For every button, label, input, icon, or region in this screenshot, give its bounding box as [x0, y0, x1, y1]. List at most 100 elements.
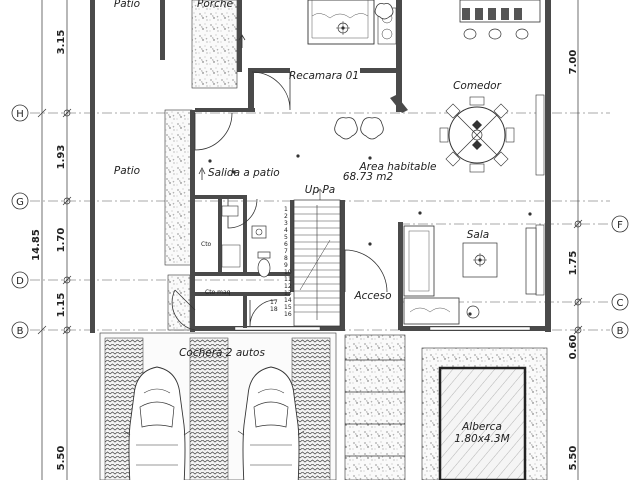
plant-icon [360, 117, 384, 140]
exterior-labels: Patio Porche Patio [114, 0, 246, 177]
axis-bubble-c: C [611, 293, 629, 311]
arrow-up-icon [198, 167, 206, 180]
plant-icon [334, 117, 358, 140]
wall-recamara-south-a [248, 68, 290, 73]
target-symbol-icon [473, 253, 487, 267]
door-patio [194, 112, 233, 151]
window-south-east [429, 326, 531, 331]
door-acceso [344, 249, 388, 293]
wall-recamara-west [237, 0, 242, 72]
wall-cto-maq-east [243, 292, 247, 328]
door-service [171, 289, 196, 331]
wall-recamara-east [396, 0, 402, 112]
plant-icon [374, 3, 394, 20]
area-value-label: 68.73 m2 [343, 171, 394, 183]
garage: Cochera 2 autos [99, 332, 337, 480]
axis-bubbles-right: F C B [611, 215, 629, 339]
room-label-sala: Sala [467, 229, 489, 241]
wall-recamara-sw [248, 72, 254, 110]
stair-step-number: 4 [284, 227, 288, 234]
stair-label-up: Up Pa [305, 184, 335, 196]
wall-recamara-south-b [360, 68, 400, 73]
planter-left [164, 109, 193, 266]
stair-step-number: 7 [284, 248, 288, 255]
axis-label-d: D [16, 276, 24, 287]
recamara-furniture: Recamara 01 [289, 0, 397, 82]
wall-patio-top [160, 0, 165, 60]
entry-path [344, 334, 406, 480]
room-label-recamara: Recamara 01 [289, 70, 359, 82]
window-comedor [535, 94, 545, 176]
stair-step-number: 11 [284, 276, 292, 283]
porch-floor [191, 0, 238, 89]
car-icon [237, 366, 305, 480]
room-label-cto: Cto [201, 241, 212, 248]
pool-dimension-label: 1.80x4.3M [454, 433, 509, 445]
plants [334, 3, 394, 140]
stair-step-numbers: 1 2 3 4 5 6 7 8 9 10 11 12 13 14 15 16 1… [270, 206, 292, 318]
axis-bubble-f: F [611, 215, 629, 233]
wall-north-band [195, 108, 255, 112]
dim-right-0: 7.00 [568, 50, 579, 75]
stair-step-number: 17 [270, 299, 278, 306]
interior-labels: Salida a patio Area habitable 68.73 m2 U… [198, 161, 437, 302]
sofa-icon [403, 297, 460, 325]
walls [90, 0, 551, 333]
pool-basin [438, 366, 527, 480]
room-label-porche: Porche [197, 0, 233, 10]
stair-step-number: 15 [284, 304, 292, 311]
wall-house-west [190, 110, 195, 332]
axis-bubble-b-right: B [611, 321, 629, 339]
dim-left-4: 5.50 [56, 446, 67, 471]
car-icon [123, 366, 191, 480]
wall-core-south [195, 272, 295, 276]
axis-label-b-right: B [617, 326, 624, 337]
axis-bubble-b-left: B [11, 321, 29, 339]
wall-east [545, 0, 551, 332]
door-cto [227, 198, 258, 229]
dim-left-1: 1.93 [56, 145, 67, 170]
target-symbol-icon [336, 21, 350, 35]
wall-sala-west [398, 222, 403, 330]
side-table [466, 305, 480, 319]
pool: Alberca 1.80x4.3M [438, 366, 527, 480]
stair-step-number: 8 [284, 255, 288, 262]
door-cto-maq [249, 299, 277, 327]
dim-left-3: 1.15 [56, 293, 67, 318]
cabinet [221, 244, 241, 268]
left-dimension-chain: 14.85 3.15 1.93 1.70 1.15 5.50 [31, 0, 72, 480]
room-label-patio-left: Patio [114, 165, 140, 177]
dining-table-icon [439, 96, 515, 173]
wall-core-mid [218, 199, 222, 274]
axis-bubble-g: G [11, 192, 29, 210]
planter-small [167, 274, 191, 331]
dim-left-2: 1.70 [56, 228, 67, 253]
room-label-cto-maq: Cto maq [205, 289, 231, 296]
axis-label-b-left: B [17, 326, 24, 337]
arrow-up-icon [238, 34, 246, 48]
right-dimension-chain: 7.00 1.75 0.60 5.50 [568, 0, 583, 480]
sofa-icon [403, 225, 435, 297]
room-label-alberca: Alberca [461, 421, 502, 433]
bath-fixtures [221, 205, 271, 278]
toilet-icon [257, 251, 271, 278]
stairs: 1 2 3 4 5 6 7 8 9 10 11 12 13 14 15 16 1… [270, 188, 341, 327]
wall-patio-left [90, 0, 95, 333]
axis-label-g: G [16, 197, 24, 208]
kitchen-furniture: Comedor [439, 0, 541, 173]
entry-path-joints [345, 359, 405, 457]
bar-stools [463, 28, 529, 40]
room-label-comedor: Comedor [453, 80, 502, 92]
stair-step-number: 6 [284, 241, 288, 248]
stair-step-number: 10 [284, 269, 292, 276]
stair-step-number: 1 [284, 206, 288, 213]
room-label-patio-top: Patio [114, 0, 140, 10]
stair-step-number: 2 [284, 213, 288, 220]
stair-step-number: 5 [284, 234, 288, 241]
room-label-cochera: Cochera 2 autos [179, 347, 265, 359]
axis-label-c: C [617, 298, 624, 309]
wall-bath-east [290, 200, 294, 292]
dim-right-2: 0.60 [568, 335, 579, 360]
window-south [234, 326, 321, 331]
wall-bath-west [243, 195, 247, 275]
